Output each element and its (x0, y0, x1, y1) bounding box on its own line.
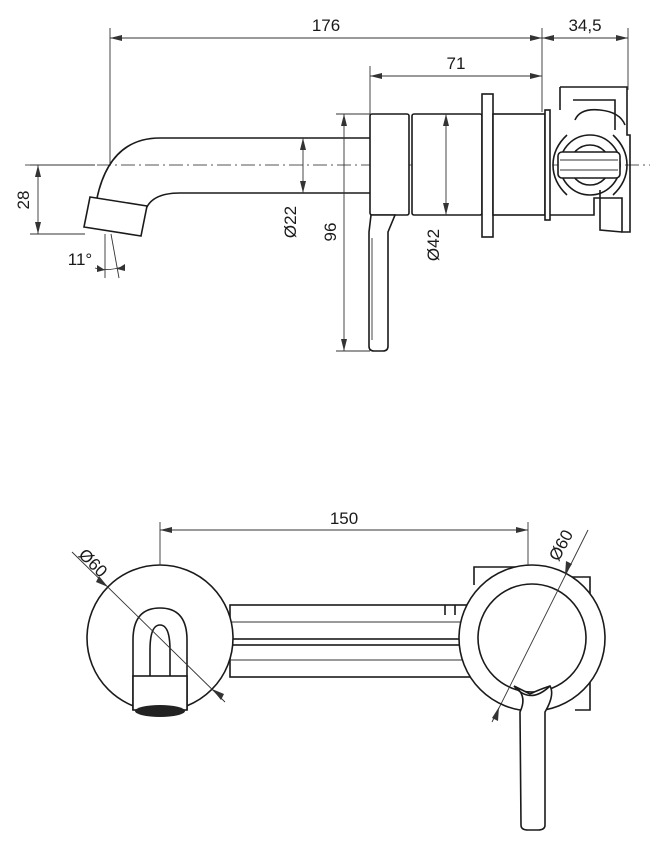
dim-spout-diameter-label: Ø22 (281, 206, 300, 238)
dim-spout-plate-diameter-label: Ø60 (75, 545, 111, 581)
dim-body-length: 71 (369, 54, 542, 114)
dim-mount-depth: 34,5 (542, 16, 629, 90)
dim-mixer-plate-diameter-label: Ø60 (545, 527, 577, 564)
mixer-rosette (458, 564, 606, 831)
spout-outlet (83, 196, 148, 237)
dim-spout-diameter: Ø22 (281, 138, 306, 238)
dim-outlet-angle: 11° (68, 233, 126, 279)
dim-outlet-drop: 28 (14, 164, 95, 235)
dim-overall-length-label: 176 (312, 16, 340, 35)
top-connecting-tubes (229, 604, 471, 678)
dim-centre-distance-label: 150 (330, 509, 358, 528)
dim-overall-length: 176 (109, 16, 543, 165)
dim-lever-height: 96 (321, 113, 370, 352)
side-view: 176 34,5 71 28 (14, 16, 650, 352)
wall-box (550, 86, 631, 233)
dim-outlet-angle-label: 11° (68, 250, 92, 269)
dim-lever-height-label: 96 (321, 223, 340, 242)
spout (83, 137, 370, 237)
top-view: 150 Ø60 Ø60 (71, 509, 606, 831)
dim-mount-depth-label: 34,5 (568, 16, 601, 35)
spout-aerator (135, 705, 185, 717)
dim-body-diameter-label: Ø42 (424, 229, 443, 261)
lever-handle (368, 214, 397, 352)
dim-centre-distance: 150 (159, 509, 529, 565)
dim-body-length-label: 71 (447, 54, 466, 73)
valve-body (369, 93, 551, 238)
mixer-lever-top (513, 685, 553, 831)
dim-body-diameter: Ø42 (424, 114, 449, 261)
dim-outlet-drop-label: 28 (14, 191, 33, 210)
